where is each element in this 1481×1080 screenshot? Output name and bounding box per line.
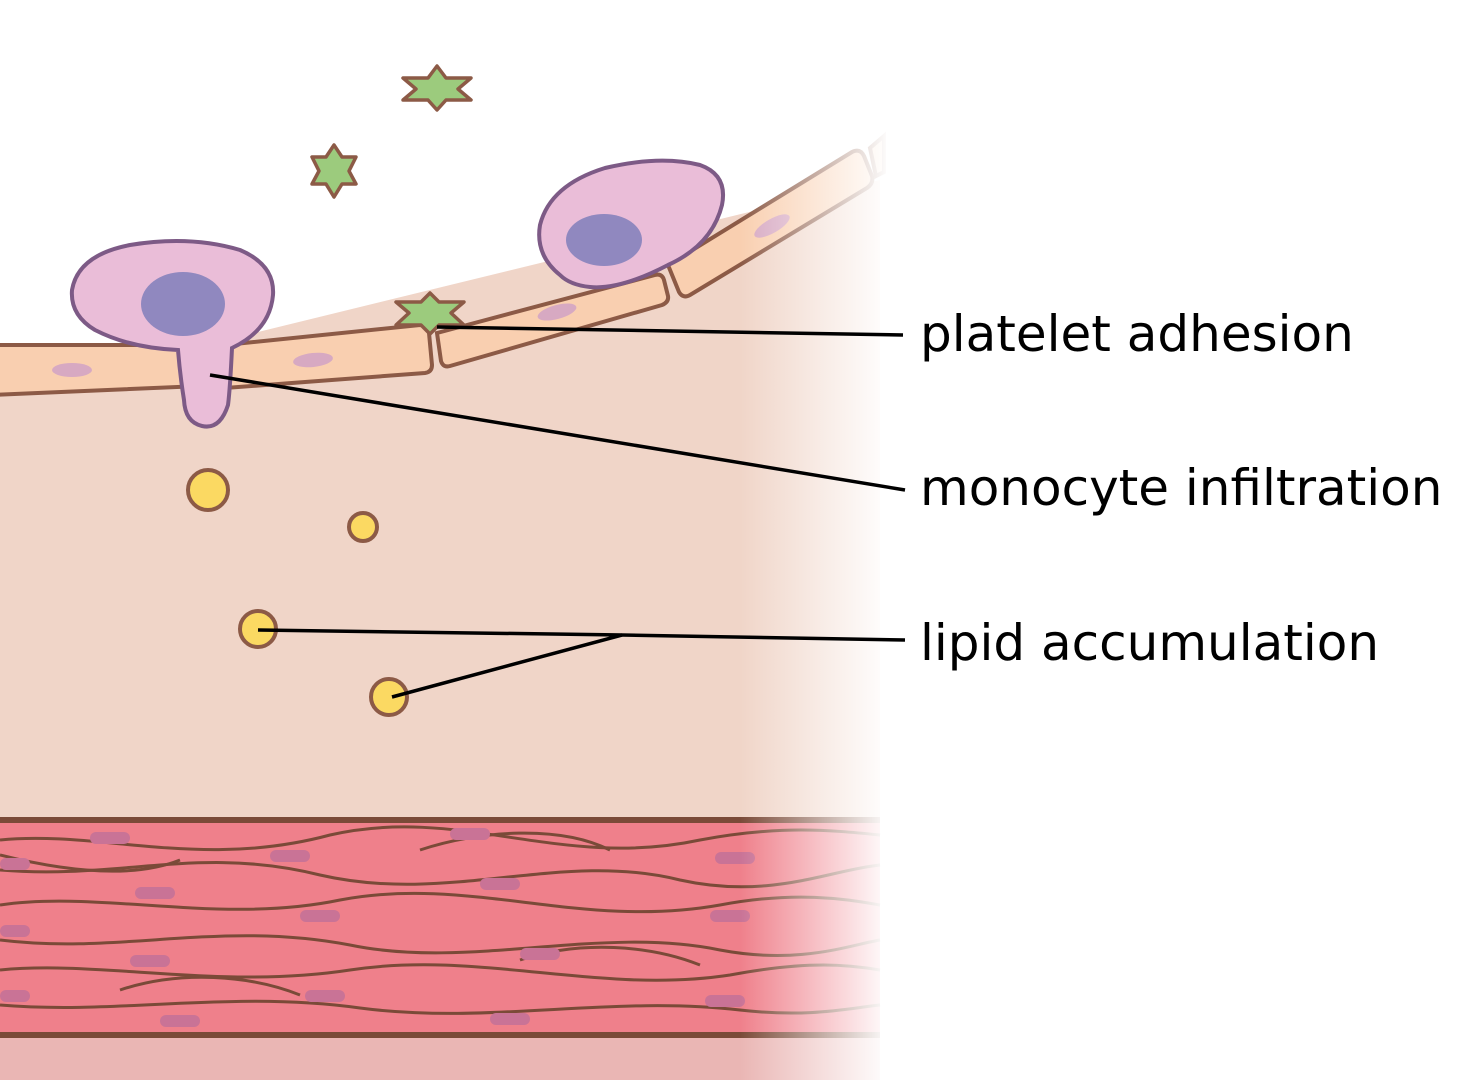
leader-line-lipid-branch <box>391 633 623 699</box>
lipid-droplet <box>369 677 409 717</box>
label-monocyte-infiltration: monocyte infiltration <box>920 459 1442 517</box>
monocyte-adhering <box>537 158 725 290</box>
lipid-droplet <box>186 468 230 512</box>
leader-lines <box>209 325 906 699</box>
intima-layer <box>0 180 880 820</box>
platelet <box>394 291 466 336</box>
fade-overlay <box>740 100 890 1080</box>
platelets <box>310 64 473 336</box>
adventitia-layer <box>0 1038 880 1080</box>
monocyte-infiltrating <box>69 239 276 429</box>
lipid-droplet <box>347 511 379 543</box>
leader-line-monocyte <box>209 373 906 492</box>
leader-line-platelet <box>436 325 904 337</box>
endothelial-cell <box>434 272 671 369</box>
platelet <box>310 143 358 199</box>
lipid-droplets <box>186 468 409 717</box>
label-platelet-adhesion: platelet adhesion <box>920 305 1354 363</box>
label-lipid-accumulation: lipid accumulation <box>920 614 1379 672</box>
platelet <box>401 64 473 112</box>
